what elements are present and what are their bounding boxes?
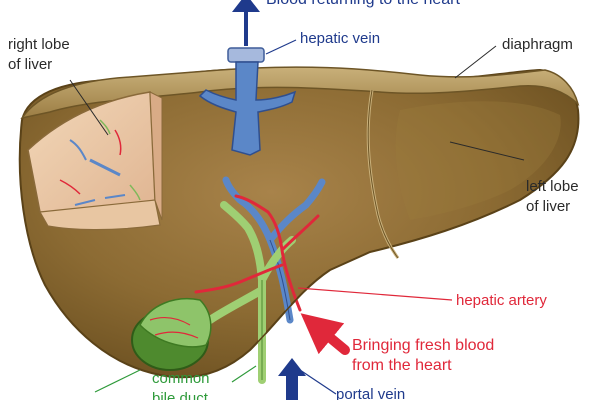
hepatic-vein-label: hepatic vein — [300, 30, 381, 47]
leader-gallbladder — [94, 369, 141, 393]
blood-return-arrow — [232, 0, 260, 46]
leader-left-lobe — [449, 141, 525, 161]
diaphragm-band — [20, 66, 580, 120]
right-lobe-label-line1: right lobe — [8, 36, 70, 53]
leader-right-lobe — [69, 79, 109, 136]
leader-common-bile-duct — [231, 365, 257, 383]
left-lobe-label-line1: left lobe — [526, 178, 579, 195]
leader-hepatic-vein — [265, 39, 297, 55]
hepatic-artery-label: hepatic artery — [456, 292, 547, 309]
diaphragm-label: diaphragm — [502, 36, 573, 53]
top-caption: Blood returning to the heart — [266, 0, 460, 10]
hepatic-vein — [198, 61, 297, 156]
hepatic-artery-branches — [194, 194, 320, 312]
leader-portal-vein — [299, 369, 337, 395]
right-lobe-label-line2: of liver — [8, 56, 53, 73]
fresh-blood-label-line2: from the heart — [352, 357, 452, 374]
leader-hepatic-artery — [297, 287, 453, 301]
portal-vein-arrow — [278, 358, 306, 400]
hepatic-vein-cap — [227, 47, 265, 63]
fresh-blood-label-line1: Bringing fresh blood — [352, 337, 495, 354]
leader-diaphragm — [454, 45, 497, 79]
fresh-blood-arrow — [300, 313, 350, 355]
left-lobe-label-line2: of liver — [526, 198, 571, 215]
common-bile-duct-label-line1: common — [152, 370, 210, 387]
portal-vein-label: portal vein — [336, 386, 406, 400]
common-bile-duct-label-line2: bile duct — [152, 390, 208, 400]
